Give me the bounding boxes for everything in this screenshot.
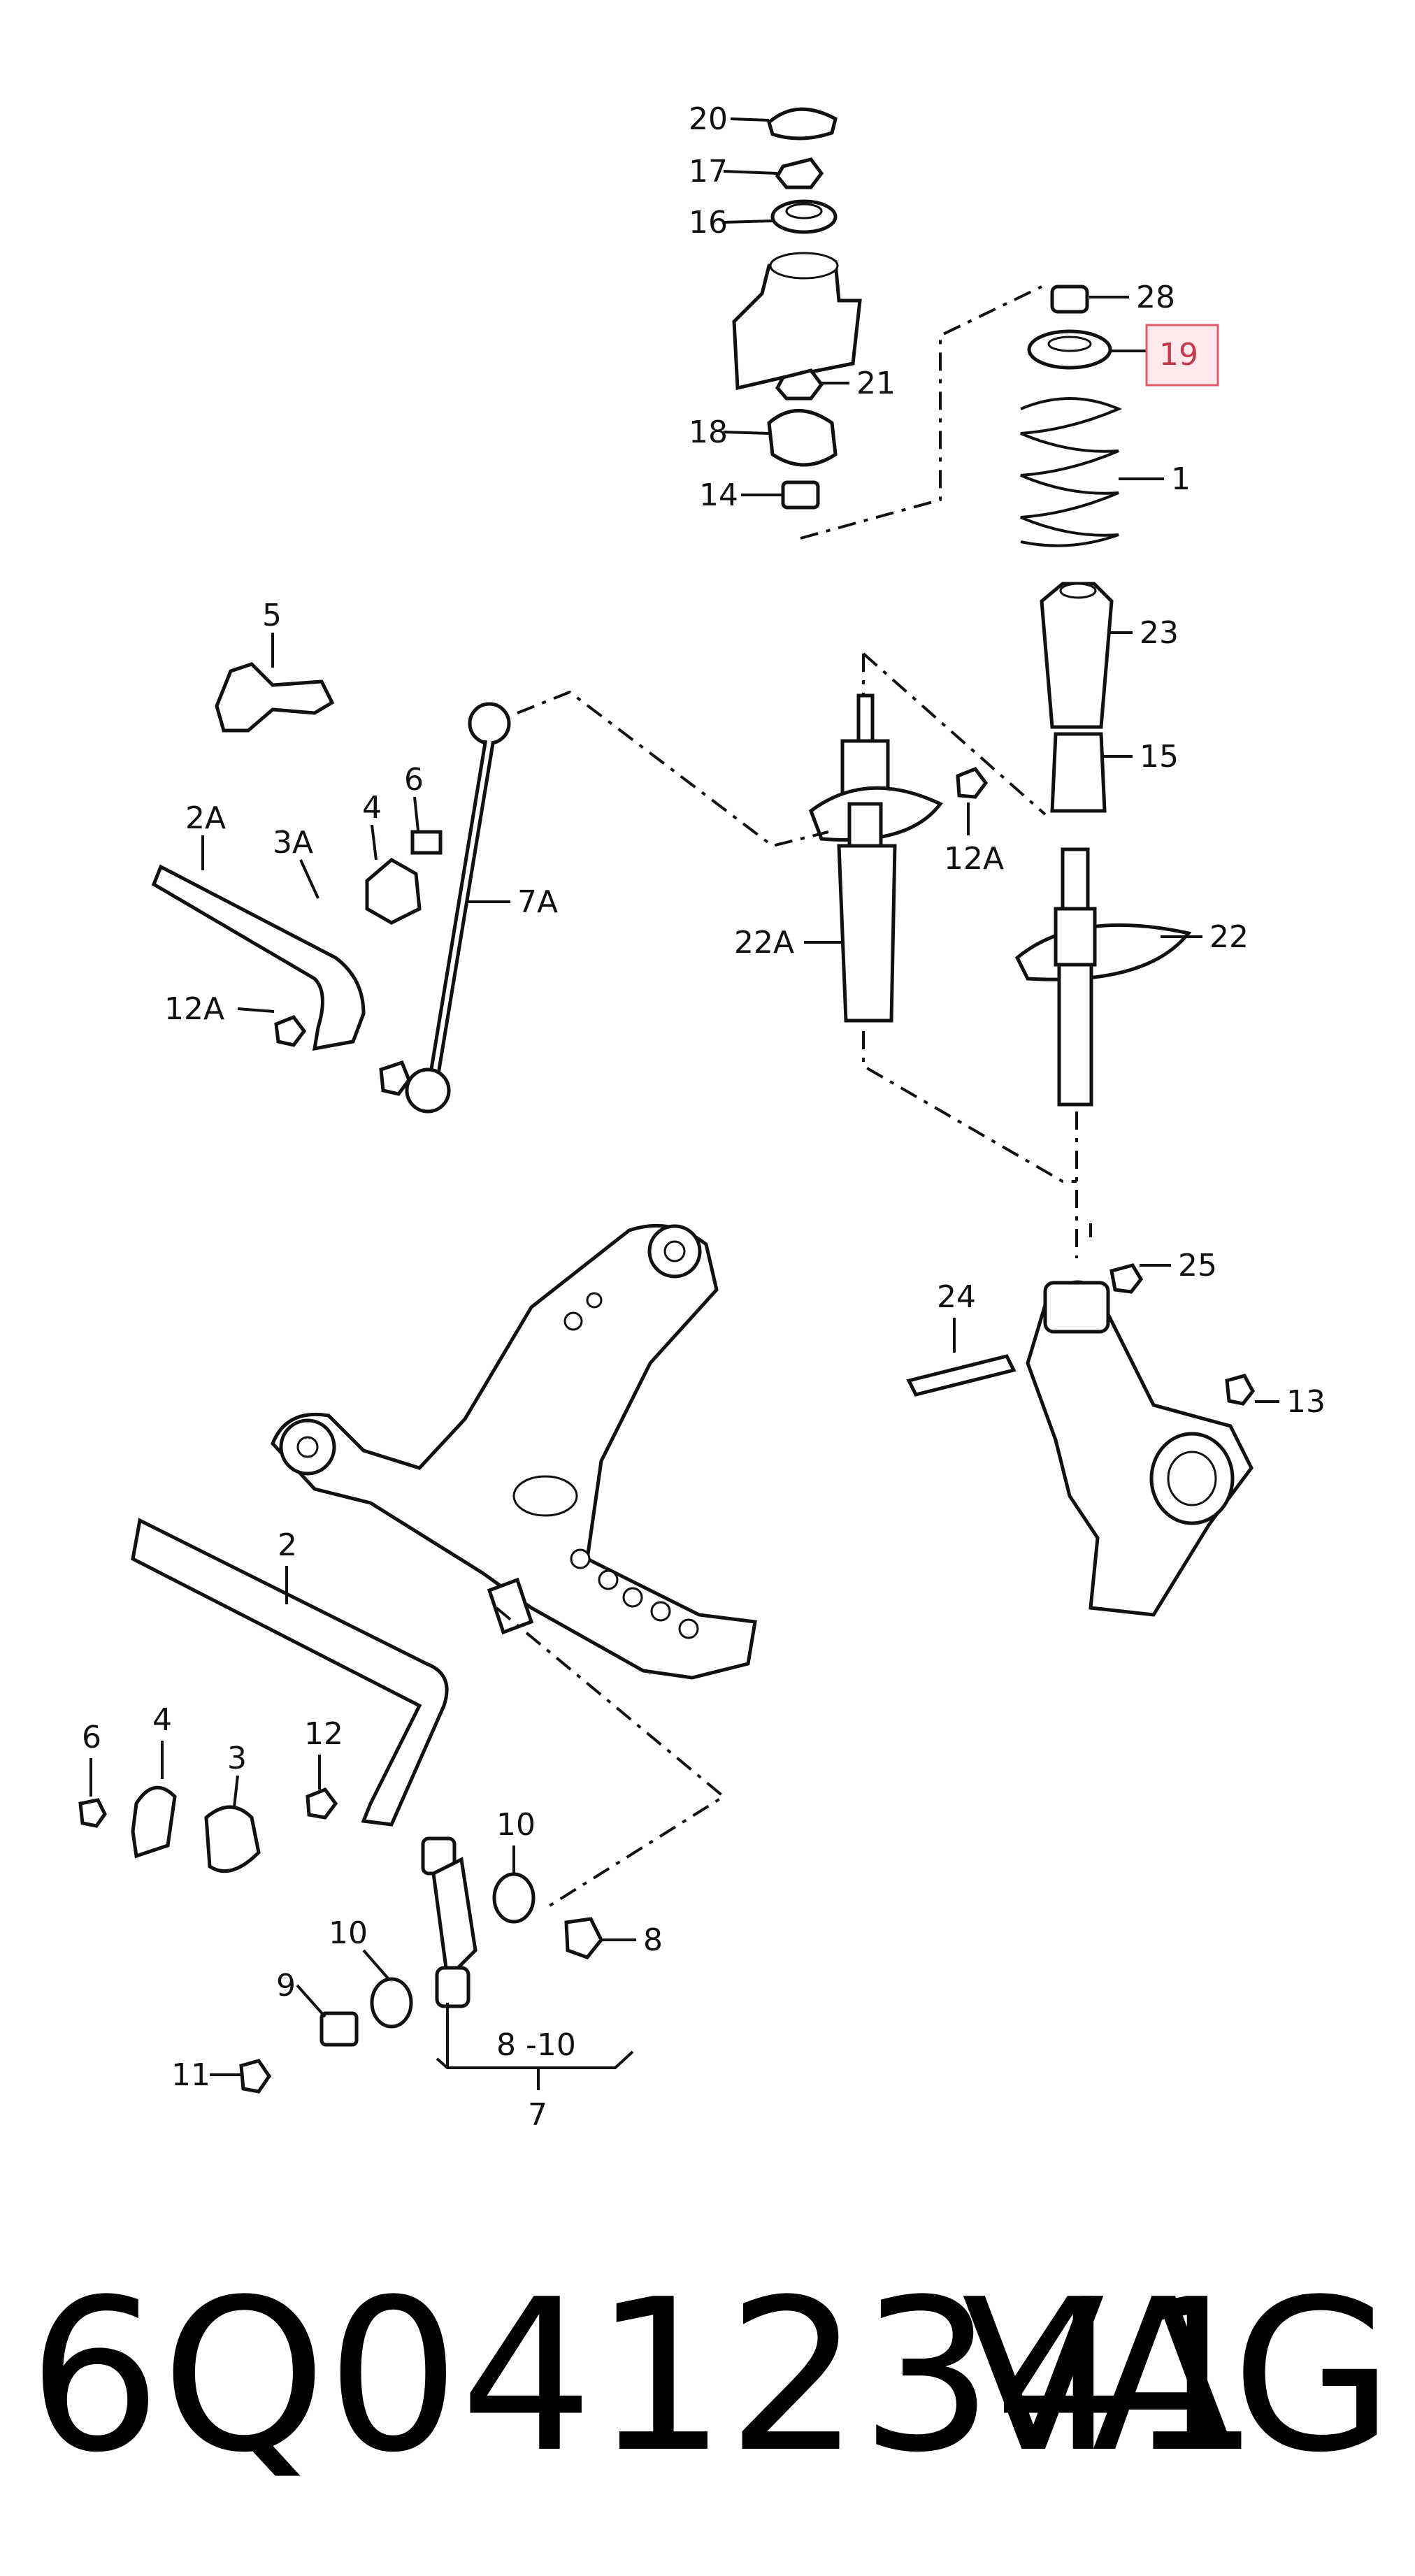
callout-label: 14 [699,477,738,513]
callout-label: 8 [643,1922,663,1958]
callout-label: 7A [517,884,558,920]
callout-label: 12A [944,841,1004,877]
callout-label: 20 [689,101,728,137]
callout-label: 10 [496,1807,536,1843]
callout-label: 3A [273,825,313,861]
callout-label: 10 [329,1915,368,1951]
callout-label: 7 [528,2097,547,2133]
brand-name: VAG [961,2254,1394,2498]
callout-label: 11 [171,2057,210,2093]
part-number: 6Q0412341 [28,2254,1261,2498]
callout-label: 24 [937,1279,976,1315]
callout-label: 8 -10 [496,2027,576,2063]
parts-diagram: 20 17 16 21 18 14 28 19 1 23 15 5 6 4 3A… [78,101,1326,2133]
callout-label: 22 [1209,919,1249,955]
spring-strut-group [1014,285,1192,1107]
callout-label: 12A [164,991,224,1027]
callout-label: 22A [734,925,794,960]
callout-label: 25 [1178,1248,1217,1283]
callout-label: 9 [276,1968,296,2003]
callout-label: 5 [262,598,282,633]
callout-label: 12 [304,1716,343,1752]
callout-label: 2 [278,1527,297,1563]
strut-assembly-22a [809,693,989,1023]
callout-label: 15 [1140,739,1179,775]
callout-label: 3 [227,1741,247,1776]
stabilizer-bar-group [78,1518,603,2094]
callout-label-highlighted: 19 [1159,337,1198,373]
callout-label: 23 [1140,615,1179,651]
strut-mount-group [732,107,862,510]
callout-label: 6 [82,1720,101,1755]
callout-label: 21 [856,366,896,401]
callout-label: 13 [1286,1384,1326,1420]
leader-lines [89,117,1279,2090]
callout-label: 28 [1136,280,1175,315]
callout-label: 16 [689,205,728,240]
callout-label: 2A [185,800,226,836]
callout-label: 17 [689,154,728,189]
callout-label: 4 [152,1702,172,1738]
highlight-box [1145,324,1219,387]
callout-label: 18 [689,415,728,450]
callout-label: 4 [362,790,382,826]
stabilizer-link-7a-group [151,662,511,1114]
callout-label: 1 [1171,461,1191,497]
control-arm-group [271,1223,757,1680]
callout-label: 6 [404,762,424,798]
wheel-hub-13-group [906,1263,1255,1617]
callout-labels: 20 17 16 21 18 14 28 19 1 23 15 5 6 4 3A… [82,101,1326,2133]
assembly-lines [495,285,1092,1910]
